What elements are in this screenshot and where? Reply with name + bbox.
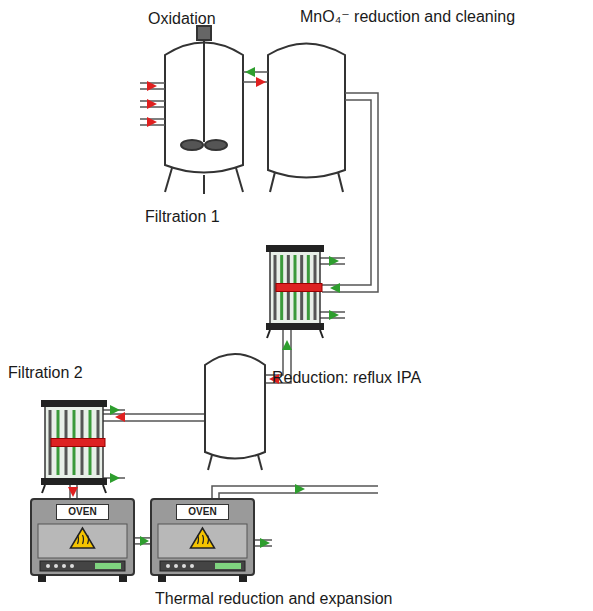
flow-arrow — [68, 487, 78, 497]
flow-arrow — [295, 484, 305, 494]
filter-press — [42, 485, 45, 493]
oxidation-reactor — [165, 168, 172, 192]
flow-arrow — [147, 81, 157, 91]
filter-press — [41, 400, 107, 407]
oxidation-reactor — [203, 175, 205, 194]
flow-arrow — [110, 405, 120, 415]
oven: OVEN — [30, 498, 135, 576]
flow-arrow — [330, 283, 340, 293]
cleaning-tank — [338, 172, 343, 192]
reduction-tank — [205, 354, 265, 470]
pipes — [322, 93, 378, 292]
oxidation-reactor — [165, 26, 243, 194]
filter-press — [266, 245, 324, 338]
oven: OVEN — [150, 498, 255, 576]
flow-arrow — [329, 256, 339, 266]
stage-label: Reduction: reflux IPA — [272, 369, 421, 387]
stage-label: MnO₄⁻ reduction and cleaning — [300, 8, 515, 26]
filter-press — [276, 284, 322, 292]
cleaning-tank — [270, 172, 275, 192]
inlet-pipes — [140, 83, 165, 125]
flow-arrow — [115, 412, 125, 422]
flow-arrow — [68, 67, 340, 548]
filter-press — [266, 323, 324, 330]
cleaning-tank — [268, 44, 345, 178]
flow-arrow — [147, 117, 157, 127]
stage-label: Oxidation — [148, 10, 216, 28]
pipe-connector — [140, 536, 149, 546]
flow-arrow — [147, 99, 157, 109]
reduction-tank — [205, 354, 265, 459]
filter-press — [320, 330, 323, 338]
flow-arrow — [256, 77, 266, 87]
reduction-tank — [258, 455, 262, 470]
flow-arrow — [245, 67, 255, 77]
oxidation-reactor — [205, 140, 227, 150]
oven-label: OVEN — [176, 504, 229, 520]
stage-label: Thermal reduction and expansion — [155, 590, 392, 608]
flow-arrow — [110, 473, 120, 483]
pipe-connector — [135, 536, 150, 546]
oven-label: OVEN — [56, 504, 109, 520]
oxidation-reactor — [181, 140, 203, 150]
flow-arrow — [329, 310, 339, 320]
cleaning-tank — [268, 44, 345, 193]
stage-label: Filtration 1 — [145, 208, 220, 226]
filter-press — [41, 400, 107, 493]
oxidation-reactor — [236, 168, 243, 192]
filter-press — [103, 485, 106, 493]
pipes — [70, 72, 378, 546]
pipes — [243, 72, 268, 82]
flow-arrow — [282, 340, 292, 350]
filter-press — [266, 245, 324, 252]
reduction-tank — [208, 455, 212, 470]
oxidation-reactor — [197, 26, 211, 40]
filter-press — [41, 478, 107, 485]
pipes — [103, 410, 125, 478]
filter-press — [51, 439, 105, 447]
stage-label: Filtration 2 — [8, 364, 83, 382]
oxidation-reactor — [203, 40, 205, 142]
pipes — [322, 100, 371, 285]
flow-arrow — [260, 538, 270, 548]
filter-press — [267, 330, 270, 338]
